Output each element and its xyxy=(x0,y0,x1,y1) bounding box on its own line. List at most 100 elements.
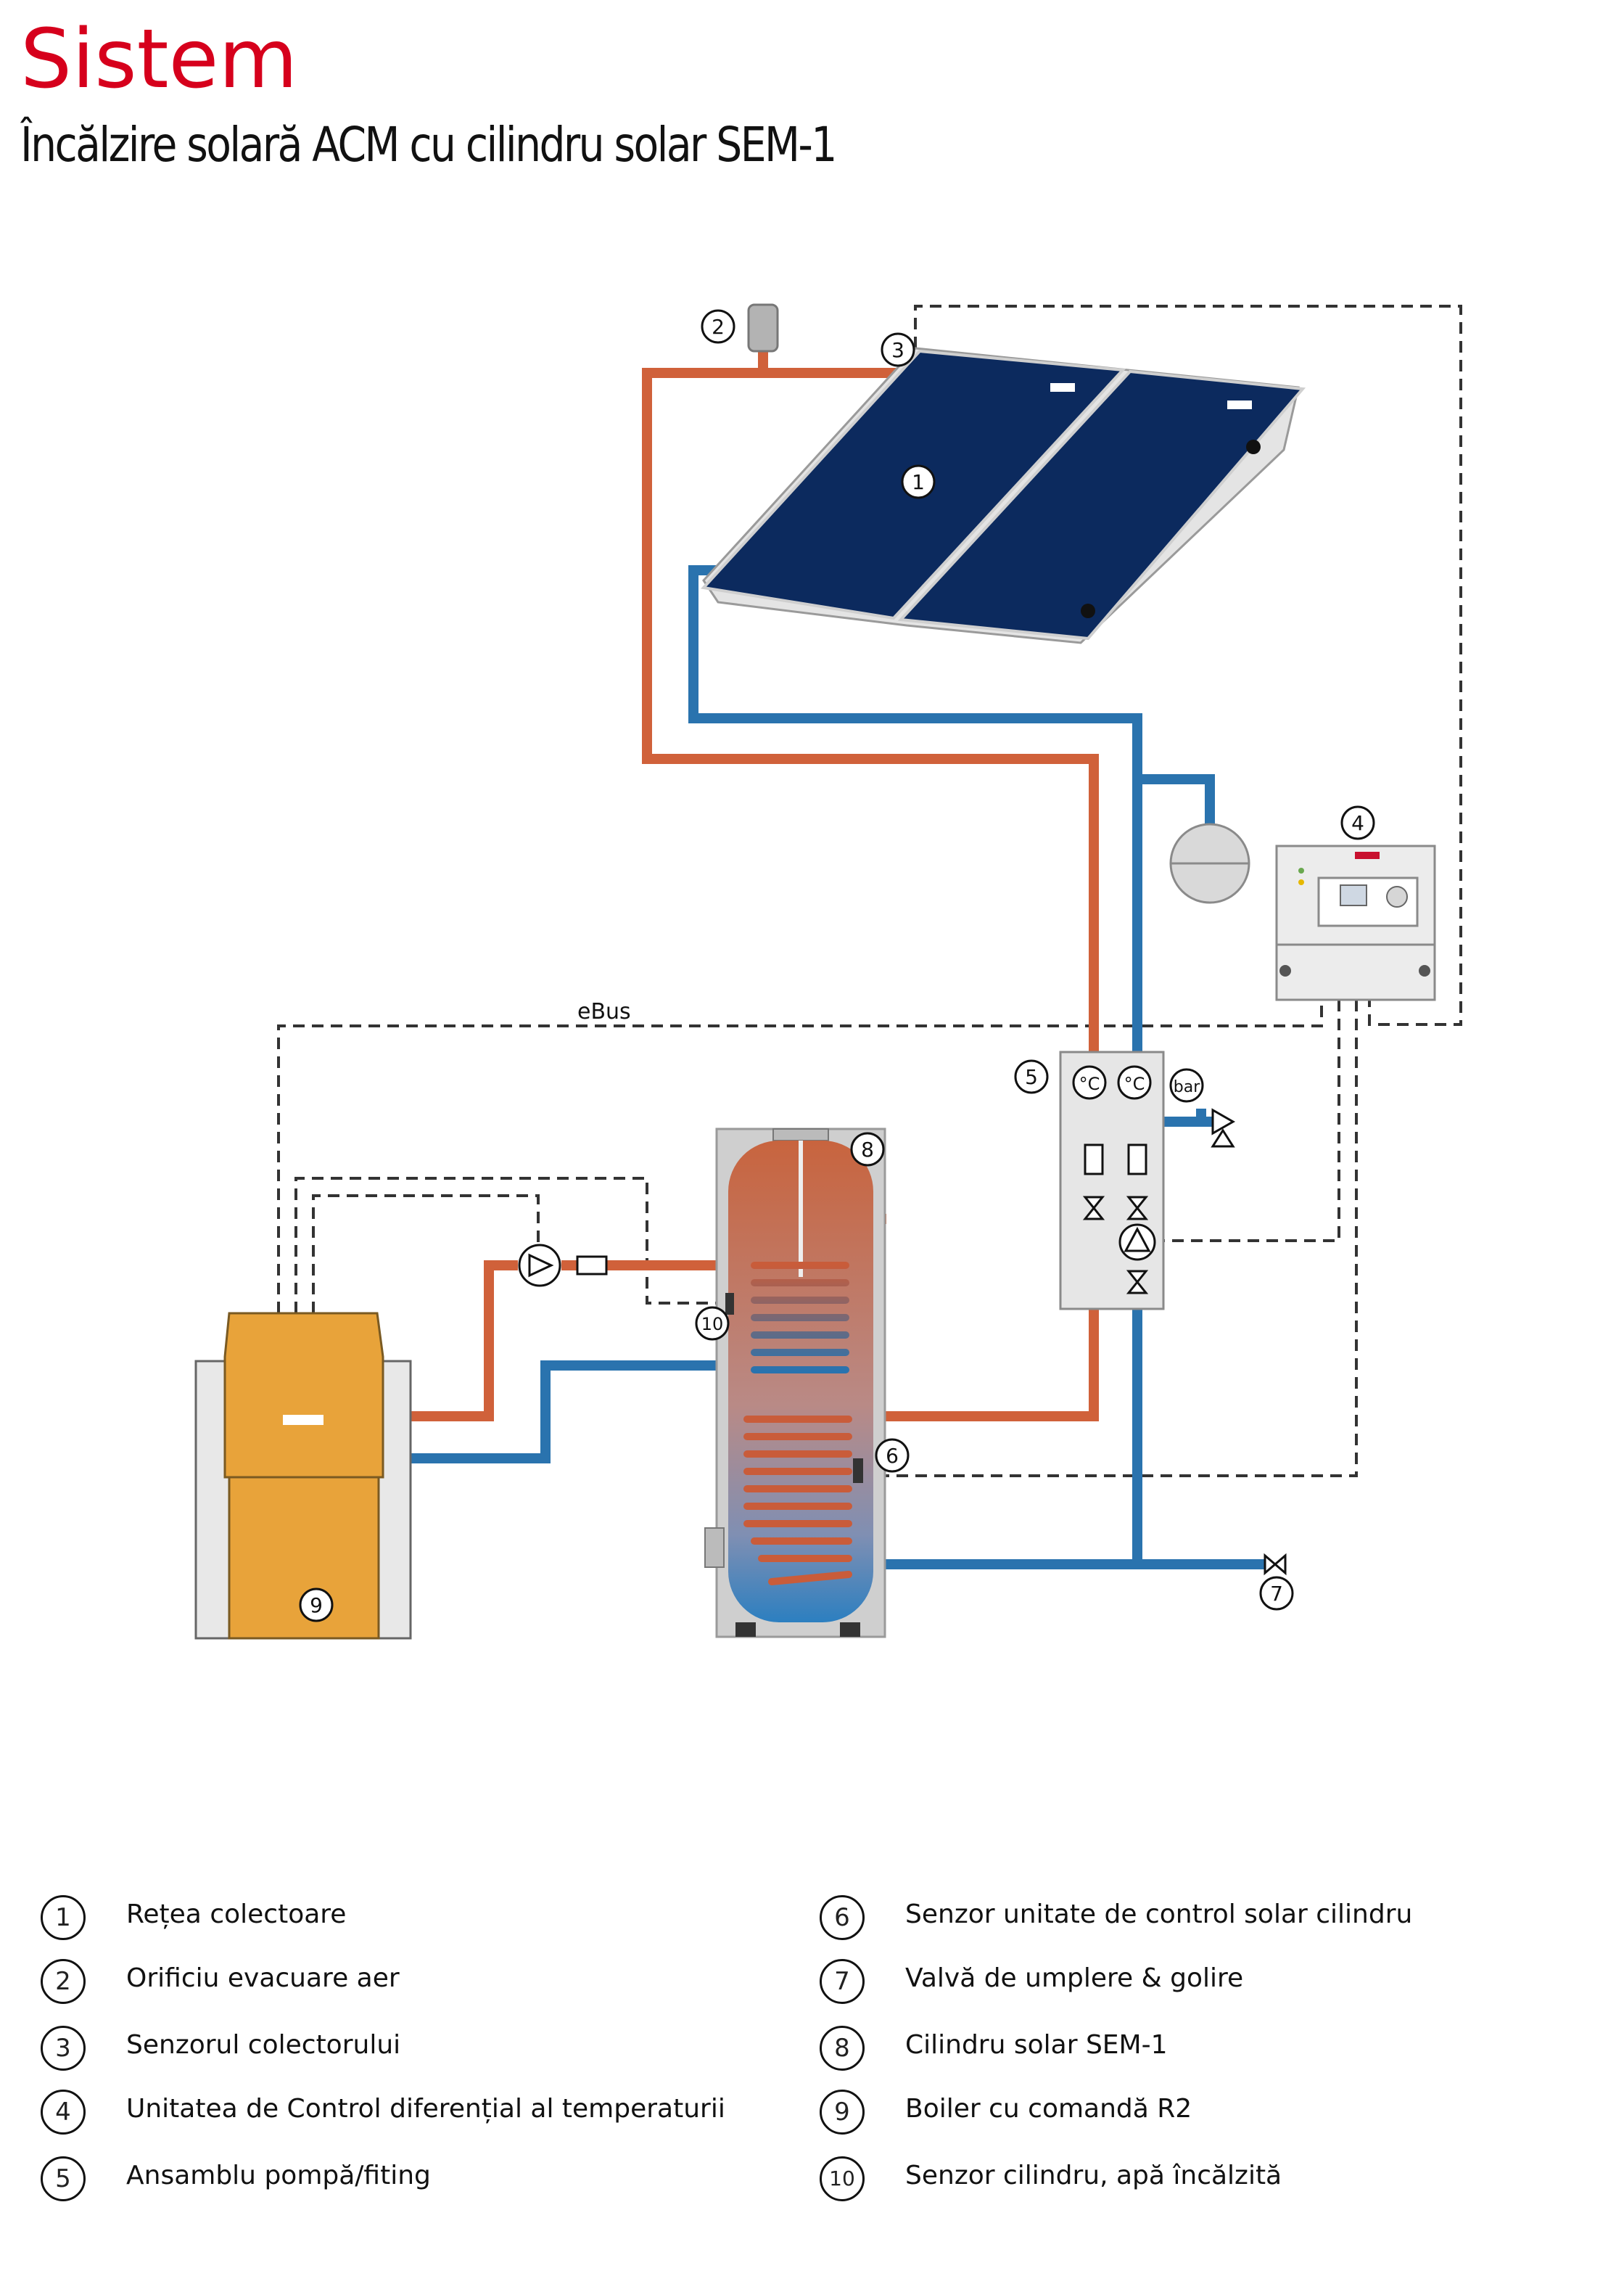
legend-number: 7 xyxy=(820,1959,865,2004)
legend-number: 10 xyxy=(820,2156,865,2201)
svg-text:7: 7 xyxy=(1270,1582,1283,1606)
safety-relief-outlet xyxy=(1211,1128,1235,1148)
callout-7: 7 xyxy=(1259,1576,1294,1611)
callout-5: 5 xyxy=(1014,1059,1049,1094)
collector-logo-left xyxy=(1050,383,1075,392)
legend-text: Ansamblu pompă/fiting xyxy=(126,2161,431,2190)
legend-text: Cilindru solar SEM-1 xyxy=(905,2030,1168,2060)
collector-connector-1 xyxy=(1246,440,1261,454)
callout-1: 1 xyxy=(901,464,936,499)
legend-number: 9 xyxy=(820,2090,865,2135)
return-thermometer-label: °C xyxy=(1124,1074,1145,1094)
callout-3: 3 xyxy=(881,332,915,367)
boiler-logo xyxy=(283,1415,323,1425)
legend-number: 6 xyxy=(820,1895,865,1940)
cylinder-heater-flange xyxy=(704,1527,725,1568)
fill-drain-valve xyxy=(1264,1553,1287,1576)
collector-sensor-wire xyxy=(914,305,1462,1026)
collector-return-pipe xyxy=(688,565,1142,1067)
legend-text: Senzor unitate de control solar cilindru xyxy=(905,1899,1413,1929)
legend-number: 8 xyxy=(820,2026,865,2071)
flow-valve xyxy=(1082,1196,1105,1220)
solar-pump-arrow xyxy=(1124,1226,1151,1252)
return-valve-bottom xyxy=(1126,1270,1149,1294)
svg-text:3: 3 xyxy=(891,338,904,362)
return-check-valve xyxy=(1127,1143,1147,1175)
cold-pipes xyxy=(411,565,1265,1569)
legend-text: Senzor cilindru, apă încălzită xyxy=(905,2161,1282,2190)
callout-2: 2 xyxy=(701,309,735,344)
control-unit-screw-2 xyxy=(1419,965,1430,977)
boiler-top-control xyxy=(223,1312,384,1479)
legend-text: Rețea colectoare xyxy=(126,1899,347,1929)
collector-flow-pipe xyxy=(642,368,1099,1067)
cylinder-foot-left xyxy=(735,1622,756,1637)
flow-thermometer-label: °C xyxy=(1079,1074,1100,1094)
ebus-wire xyxy=(277,1000,1323,1313)
control-unit-knob xyxy=(1386,886,1408,908)
flow-check-valve xyxy=(1084,1143,1104,1175)
page-title: Sistem xyxy=(20,12,298,107)
control-unit-screen xyxy=(1340,884,1367,906)
legend-number: 3 xyxy=(41,2026,86,2071)
cylinder-sensor-10 xyxy=(725,1293,734,1315)
control-unit-screw-1 xyxy=(1279,965,1291,977)
legend-number: 1 xyxy=(41,1895,86,1940)
boiler-wire-1 xyxy=(294,1177,725,1313)
collector-panel-right xyxy=(897,369,1306,641)
page-subtitle: Încălzire solară ACM cu cilindru solar S… xyxy=(20,117,837,173)
expansion-pipe xyxy=(1137,774,1215,827)
air-vent xyxy=(747,303,779,353)
boiler-circuit-pump xyxy=(518,1244,561,1287)
legend-text: Boiler cu comandă R2 xyxy=(905,2094,1192,2124)
control-wiring xyxy=(277,305,1462,1477)
legend-text: Valvă de umplere & golire xyxy=(905,1963,1244,1993)
pressure-gauge-label: bar xyxy=(1174,1078,1200,1096)
control-unit-led-1 xyxy=(1298,868,1304,874)
solar-collector-array xyxy=(701,347,1306,644)
cylinder-sensor-6 xyxy=(853,1458,863,1483)
svg-text:8: 8 xyxy=(861,1138,874,1162)
boiler-return-pipe xyxy=(411,1360,754,1463)
callout-4: 4 xyxy=(1340,805,1375,840)
cylinder-tank xyxy=(728,1141,873,1622)
legend-text: Senzorul colectorului xyxy=(126,2030,401,2060)
safety-relief-valve xyxy=(1211,1108,1236,1135)
collector-connector-2 xyxy=(1081,604,1095,618)
legend-number: 5 xyxy=(41,2156,86,2201)
svg-text:4: 4 xyxy=(1351,811,1364,835)
control-unit-led-2 xyxy=(1298,879,1304,885)
callout-10: 10 xyxy=(695,1306,730,1341)
callouts: 1 2 3 4 5 6 7 xyxy=(299,309,1375,1622)
solar-cylinder xyxy=(704,1127,886,1638)
boiler xyxy=(194,1312,412,1640)
boiler-flow-pipe xyxy=(411,1260,518,1421)
svg-text:10: 10 xyxy=(701,1314,724,1334)
control-unit-logo xyxy=(1355,852,1380,859)
pressure-gauge xyxy=(1169,1068,1204,1103)
pump-assembly-housing xyxy=(1059,1051,1165,1310)
cylinder-top-port xyxy=(772,1128,829,1141)
callout-8: 8 xyxy=(850,1132,885,1167)
return-valve-top xyxy=(1126,1196,1149,1220)
lower-solar-coil xyxy=(743,1416,852,1585)
svg-text:6: 6 xyxy=(886,1444,899,1468)
cylinder-sensor-wire xyxy=(878,1000,1358,1477)
boiler-circuit-pump-arrow xyxy=(528,1253,554,1278)
return-thermometer xyxy=(1117,1065,1152,1100)
flow-thermometer xyxy=(1072,1065,1107,1100)
cylinder-foot-right xyxy=(840,1622,860,1637)
upper-heating-coil xyxy=(751,1262,849,1373)
ebus-label: eBus xyxy=(577,999,631,1024)
svg-text:5: 5 xyxy=(1025,1065,1038,1089)
legend-number: 4 xyxy=(41,2090,86,2135)
legend-text: Orificiu evacuare aer xyxy=(126,1963,400,1993)
callout-6: 6 xyxy=(875,1438,910,1473)
svg-text:9: 9 xyxy=(310,1593,323,1617)
legend-number: 2 xyxy=(41,1959,86,2004)
boiler-check-valve xyxy=(576,1255,608,1276)
collector-logo-right xyxy=(1227,401,1252,409)
legend-text: Unitatea de Control diferențial al tempe… xyxy=(126,2094,725,2124)
